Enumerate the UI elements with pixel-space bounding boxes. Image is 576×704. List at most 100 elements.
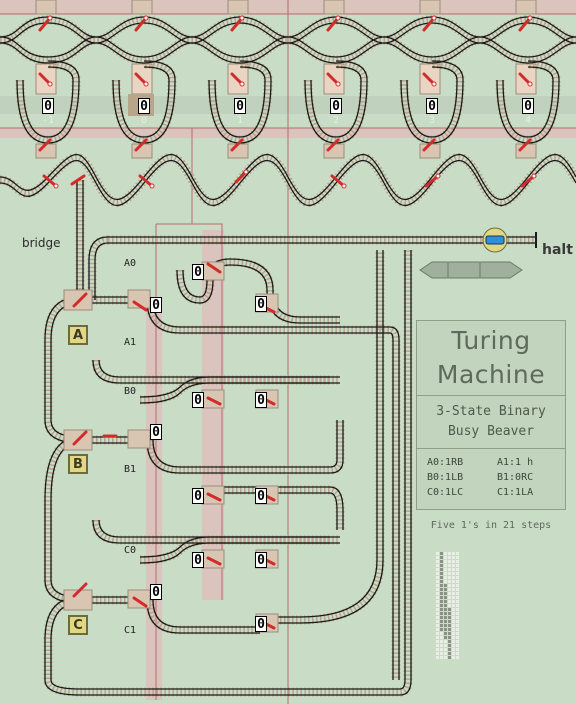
progress-grid-cell [444, 568, 447, 571]
progress-grid-cell [452, 620, 455, 623]
progress-grid-cell [456, 608, 459, 611]
tape-bit-2[interactable]: 0 [330, 98, 342, 114]
rule-b0: B0:1LB [427, 472, 464, 483]
progress-grid-cell [452, 588, 455, 591]
transition-rules: A0:1RB A1:1 h B0:1LB B1:0RC C0:1LC C1:1L… [417, 449, 565, 500]
progress-grid-cell [436, 580, 439, 583]
progress-grid-cell [456, 560, 459, 563]
subtitle-line-1: 3-State Binary [436, 404, 546, 419]
progress-grid-cell [448, 620, 451, 623]
state-c-box[interactable]: C [68, 615, 88, 635]
progress-grid-cell [456, 604, 459, 607]
progress-grid-cell [440, 640, 443, 643]
progress-grid-cell [436, 636, 439, 639]
progress-grid-cell [452, 600, 455, 603]
node-label-c0: C0 [124, 545, 137, 556]
progress-grid-cell [452, 572, 455, 575]
progress-grid-cell [436, 656, 439, 659]
progress-grid-cell [452, 644, 455, 647]
logic-bit[interactable]: 0 [192, 552, 204, 568]
logic-bit[interactable]: 0 [150, 584, 162, 600]
logic-bit[interactable]: 0 [255, 488, 267, 504]
tape-bit-4[interactable]: 0 [522, 98, 534, 114]
progress-grid-cell [448, 584, 451, 587]
logic-bit[interactable]: 0 [255, 616, 267, 632]
progress-grid-cell [436, 604, 439, 607]
progress-grid-cell [452, 592, 455, 595]
progress-grid-cell [448, 616, 451, 619]
progress-grid-cell [440, 620, 443, 623]
progress-grid-cell [452, 596, 455, 599]
progress-grid-cell [436, 616, 439, 619]
progress-grid-cell [436, 584, 439, 587]
progress-grid-cell [456, 600, 459, 603]
progress-grid-cell [440, 576, 443, 579]
progress-grid-cell [456, 632, 459, 635]
tape-index-1: 1 [236, 115, 244, 126]
progress-grid-cell [444, 596, 447, 599]
progress-grid-cell [456, 628, 459, 631]
tape-bit-minus1[interactable]: 0 [42, 98, 54, 114]
progress-grid-icon [436, 552, 459, 659]
logic-bit[interactable]: 0 [255, 552, 267, 568]
progress-grid-cell [440, 624, 443, 627]
progress-grid-cell [452, 640, 455, 643]
progress-grid-cell [436, 620, 439, 623]
progress-grid-cell [440, 612, 443, 615]
progress-grid-cell [448, 604, 451, 607]
progress-grid-cell [440, 560, 443, 563]
progress-grid-cell [456, 564, 459, 567]
progress-grid-cell [448, 596, 451, 599]
logic-bit[interactable]: 0 [255, 296, 267, 312]
progress-grid-cell [436, 608, 439, 611]
progress-grid-cell [444, 632, 447, 635]
progress-grid-cell [452, 624, 455, 627]
logic-bit[interactable]: 0 [150, 424, 162, 440]
progress-grid-cell [444, 644, 447, 647]
progress-grid-cell [436, 556, 439, 559]
progress-grid-cell [448, 628, 451, 631]
rule-b1: B1:0RC [497, 472, 534, 483]
progress-grid-cell [456, 656, 459, 659]
progress-grid-cell [440, 636, 443, 639]
logic-bit[interactable]: 0 [192, 264, 204, 280]
logic-bit[interactable]: 0 [192, 392, 204, 408]
divider [417, 448, 565, 449]
progress-grid-cell [444, 588, 447, 591]
progress-grid-cell [436, 640, 439, 643]
logic-bit[interactable]: 0 [150, 297, 162, 313]
progress-grid-cell [452, 612, 455, 615]
progress-grid-cell [444, 564, 447, 567]
progress-grid-cell [444, 576, 447, 579]
progress-grid-cell [448, 644, 451, 647]
progress-grid-cell [452, 636, 455, 639]
progress-grid-cell [452, 604, 455, 607]
logic-bit[interactable]: 0 [192, 488, 204, 504]
progress-grid-cell [456, 612, 459, 615]
tape-bit-0[interactable]: 0 [138, 98, 150, 114]
progress-grid-cell [452, 584, 455, 587]
switches [35, 0, 537, 633]
tape-index-minus1: -1 [41, 115, 55, 126]
tape-bit-1[interactable]: 0 [234, 98, 246, 114]
progress-grid-cell [448, 656, 451, 659]
progress-grid-cell [440, 596, 443, 599]
boat-icon [419, 261, 523, 279]
bridge-label: bridge [22, 236, 61, 250]
node-label-a1: A1 [124, 337, 137, 348]
progress-grid-cell [440, 572, 443, 575]
progress-grid-cell [456, 640, 459, 643]
progress-grid-cell [452, 648, 455, 651]
tape-index-4: 4 [524, 115, 532, 126]
state-b-box[interactable]: B [68, 454, 88, 474]
progress-grid-cell [440, 652, 443, 655]
tape-bit-3[interactable]: 0 [426, 98, 438, 114]
halt-station [482, 227, 537, 253]
state-a-box[interactable]: A [68, 325, 88, 345]
progress-grid-cell [436, 592, 439, 595]
logic-bit[interactable]: 0 [255, 392, 267, 408]
progress-grid-cell [444, 624, 447, 627]
progress-grid-cell [440, 628, 443, 631]
progress-grid-cell [436, 564, 439, 567]
